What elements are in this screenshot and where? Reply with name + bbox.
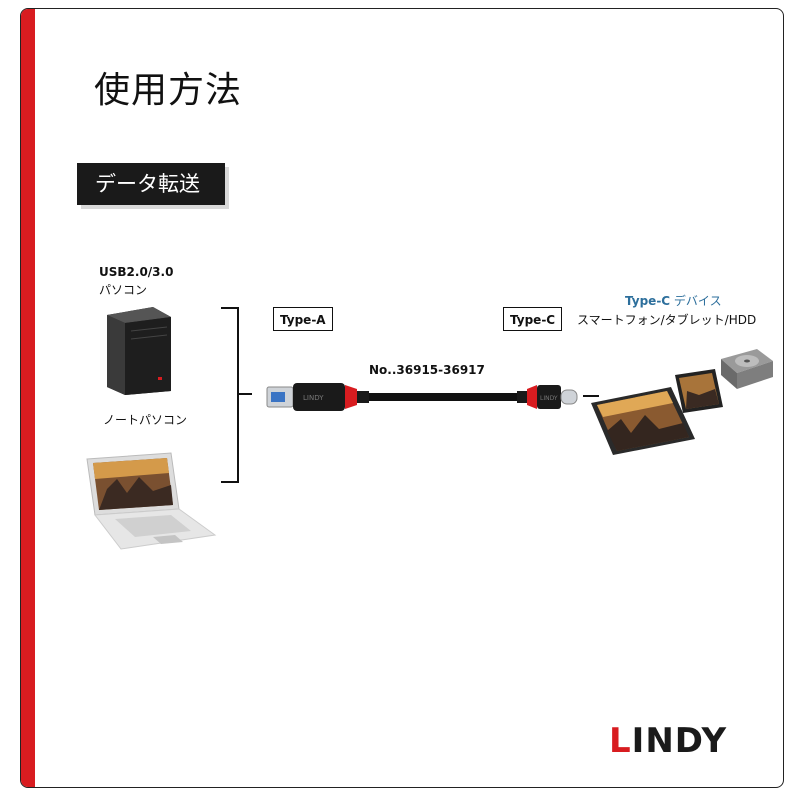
desktop-tower-icon xyxy=(101,307,173,395)
logo-first-letter: L xyxy=(609,721,632,761)
source-bracket xyxy=(221,307,239,483)
devices-label: Type-C デバイス xyxy=(625,292,722,309)
laptop-label: ノートパソコン xyxy=(103,411,187,428)
logo-rest: INDY xyxy=(632,721,727,761)
type-c-label: Type-C xyxy=(503,307,562,331)
laptop-icon xyxy=(67,449,217,559)
red-side-bar xyxy=(21,9,35,787)
devices-list-label: スマートフォン/タブレット/HDD xyxy=(577,311,756,328)
devices-label-type: Type-C xyxy=(625,294,670,308)
section-badge: データ転送 xyxy=(77,163,225,205)
smartphone-icon xyxy=(675,369,723,413)
devices-label-rest: デバイス xyxy=(670,294,721,308)
devices-icon xyxy=(587,345,777,457)
bracket-tick xyxy=(238,393,252,395)
lindy-logo: LINDY xyxy=(609,721,727,761)
type-a-label: Type-A xyxy=(273,307,333,331)
page-frame: 使用方法 データ転送 USB2.0/3.0 パソコン ノートパソコン Type-… xyxy=(20,8,784,788)
tablet-icon xyxy=(591,387,695,455)
usb-cable-icon: LINDY LINDY xyxy=(261,375,581,419)
pc-label: パソコン xyxy=(99,281,147,298)
page-title: 使用方法 xyxy=(94,61,242,113)
hdd-icon xyxy=(721,349,773,389)
svg-text:LINDY: LINDY xyxy=(303,394,324,402)
svg-text:LINDY: LINDY xyxy=(540,395,558,402)
pc-usb-label: USB2.0/3.0 xyxy=(99,265,173,279)
